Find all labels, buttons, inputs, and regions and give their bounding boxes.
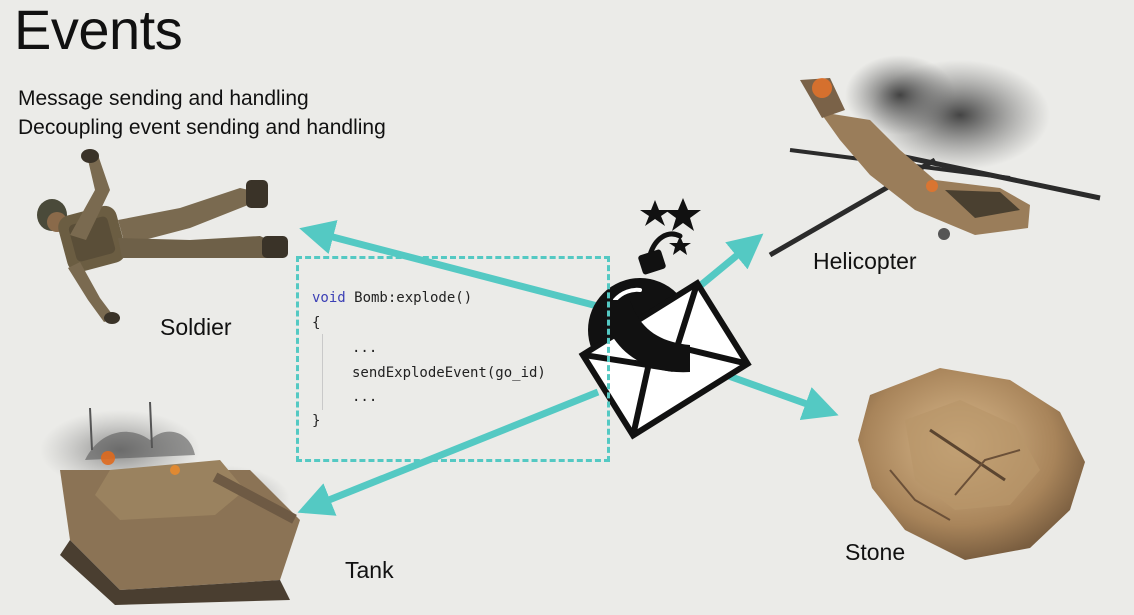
bomb-envelope-icon	[578, 198, 752, 440]
code-indent-guide	[322, 334, 323, 410]
code-close-brace: }	[312, 413, 321, 429]
soldier-image	[37, 149, 288, 324]
code-keyword: void	[312, 290, 346, 306]
code-ellipsis-1: ...	[352, 340, 378, 356]
code-line-call: sendExplodeEvent(go_id)	[352, 365, 546, 381]
label-soldier: Soldier	[160, 314, 232, 340]
slide-title: Events	[14, 0, 183, 61]
subtitle-line-1: Message sending and handling	[18, 87, 309, 110]
stone-image	[858, 368, 1085, 560]
code-function-signature: Bomb:explode()	[345, 290, 473, 306]
label-stone: Stone	[845, 539, 906, 565]
code-ellipsis-2: ...	[352, 389, 378, 405]
code-box	[296, 256, 610, 462]
arrow-to-stone	[710, 366, 839, 421]
label-helicopter: Helicopter	[813, 248, 917, 274]
code-line-signature: void Bomb:explode()	[312, 290, 472, 306]
label-tank: Tank	[345, 557, 394, 583]
arrow-to-soldier	[299, 220, 606, 312]
subtitle-line-2: Decoupling event sending and handling	[18, 116, 386, 139]
event-arrows	[297, 220, 839, 516]
arrow-to-tank	[297, 388, 600, 516]
helicopter-image	[768, 55, 1101, 258]
code-open-brace: {	[312, 315, 321, 331]
tank-image	[40, 401, 300, 605]
arrow-to-helicopter	[692, 233, 764, 293]
